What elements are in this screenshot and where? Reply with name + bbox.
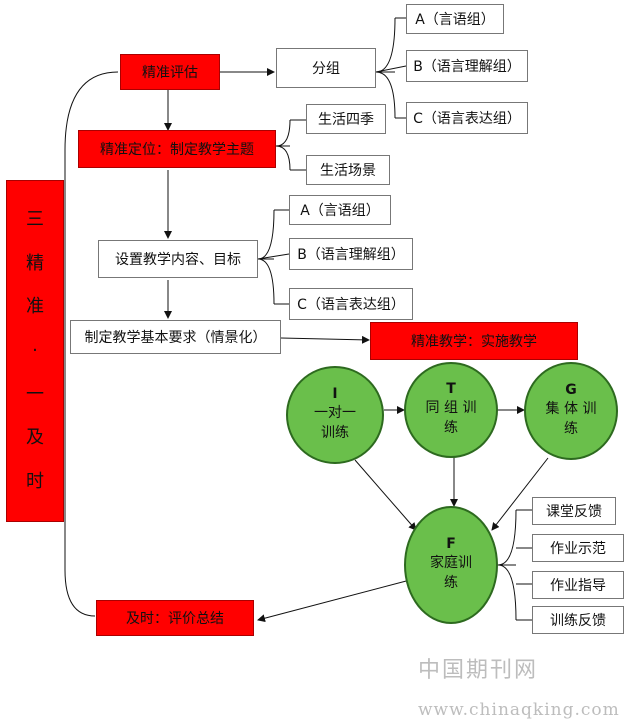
watermark-url: www.chinaqking.com bbox=[418, 700, 620, 720]
feedback-homework-demo: 作业示范 bbox=[532, 534, 624, 562]
circle-letter: G bbox=[565, 382, 577, 399]
circle-letter: T bbox=[446, 381, 456, 398]
circle-label: 一对一 bbox=[314, 405, 356, 422]
circle-letter: I bbox=[332, 386, 338, 403]
circle-label: 训练 bbox=[321, 425, 349, 441]
node-life-scene: 生活场景 bbox=[306, 155, 390, 185]
node-assess: 精准评估 bbox=[120, 54, 220, 90]
node-content-a: A（言语组） bbox=[289, 195, 391, 225]
feedback-homework-guide: 作业指导 bbox=[532, 571, 624, 599]
side-title-char: · bbox=[32, 339, 38, 361]
circle-label: 练 bbox=[444, 420, 458, 436]
node-group-c: C（语言表达组） bbox=[406, 102, 528, 134]
side-title-char: 一 bbox=[26, 383, 44, 405]
node-life-season: 生活四季 bbox=[306, 104, 386, 134]
circle-label: 练 bbox=[444, 575, 458, 591]
circle-label: 集 体 训 bbox=[545, 401, 597, 418]
side-title-char: 精 bbox=[26, 252, 44, 274]
node-position: 精准定位：制定教学主题 bbox=[78, 130, 276, 168]
node-summary: 及时：评价总结 bbox=[96, 600, 254, 636]
node-content: 设置教学内容、目标 bbox=[98, 240, 258, 278]
watermark-cn: 中国期刊网 bbox=[418, 658, 539, 683]
circle-t-group: T 同 组 训 练 bbox=[404, 362, 498, 458]
node-requirement: 制定教学基本要求（情景化） bbox=[70, 320, 281, 354]
node-teaching: 精准教学：实施教学 bbox=[370, 322, 578, 360]
circle-label: 练 bbox=[564, 421, 578, 437]
feedback-classroom: 课堂反馈 bbox=[532, 497, 616, 525]
circle-i-one-on-one: I 一对一 训练 bbox=[286, 366, 384, 464]
circle-label: 家庭训 bbox=[430, 555, 472, 572]
node-group-b: B（语言理解组） bbox=[406, 50, 528, 82]
side-title-char: 时 bbox=[26, 470, 44, 492]
circle-g-collective: G 集 体 训 练 bbox=[524, 362, 618, 460]
side-title-char: 准 bbox=[26, 296, 44, 318]
circle-letter: F bbox=[446, 536, 456, 553]
feedback-training: 训练反馈 bbox=[532, 606, 624, 634]
node-group-a: A（言语组） bbox=[406, 4, 504, 34]
circle-f-family: F 家庭训 练 bbox=[404, 506, 498, 624]
side-title-char: 三 bbox=[26, 209, 44, 230]
side-title-char: 及 bbox=[26, 427, 44, 449]
node-group: 分组 bbox=[276, 48, 376, 88]
circle-label: 同 组 训 bbox=[425, 400, 477, 417]
loop-line bbox=[64, 71, 119, 617]
side-title: 三 精 准 · 一 及 时 bbox=[6, 180, 64, 522]
node-content-b: B（语言理解组） bbox=[289, 238, 413, 270]
node-content-c: C（语言表达组） bbox=[289, 288, 413, 320]
